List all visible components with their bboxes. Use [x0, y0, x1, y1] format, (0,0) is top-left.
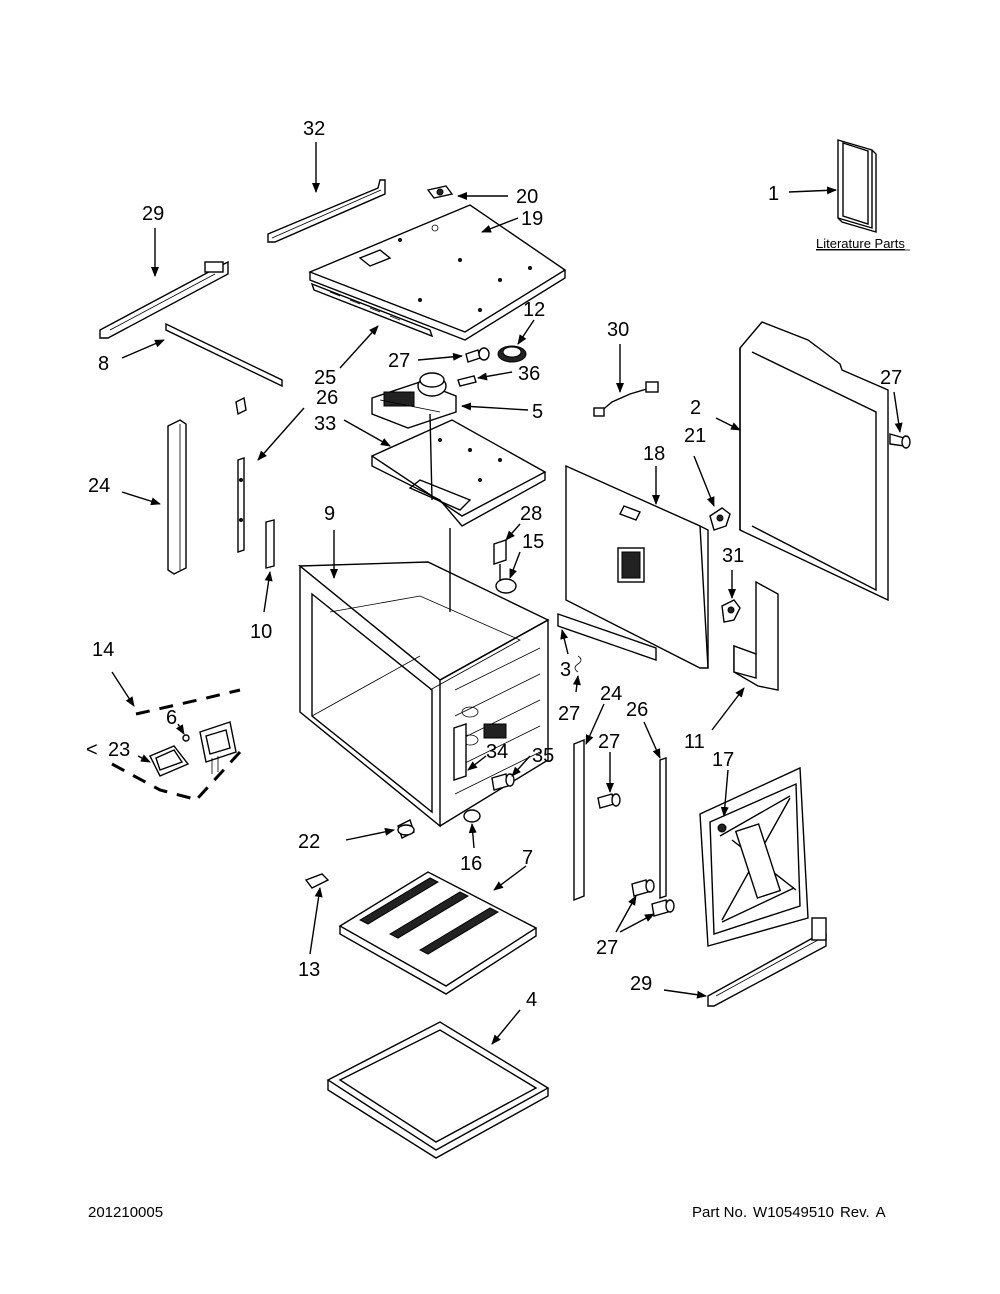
callout-9: 9	[324, 503, 335, 525]
callout-33: 33	[314, 413, 336, 435]
callout-27-bottom: 27	[596, 937, 618, 959]
top-panel[interactable]	[308, 204, 567, 341]
door-stop[interactable]	[463, 809, 481, 823]
literature-booklet[interactable]	[837, 139, 877, 233]
callout-31: 31	[722, 545, 744, 567]
thermostat-sensor[interactable]	[493, 539, 507, 580]
callout-27-mid: 27	[558, 703, 580, 725]
callout-26-top: 26	[316, 387, 338, 409]
callout-14: 14	[92, 639, 114, 661]
callout-29-bottom: 29	[630, 973, 652, 995]
callout-20: 20	[516, 186, 538, 208]
callout-1: 1	[768, 183, 779, 205]
vertical-trim-left[interactable]	[167, 419, 187, 575]
callout-19: 19	[521, 208, 543, 230]
callout-7: 7	[522, 847, 533, 869]
top-trim-strip[interactable]	[267, 179, 386, 243]
callout-21: 21	[684, 425, 706, 447]
thermal-fuse[interactable]	[721, 599, 741, 623]
bottom-tray[interactable]	[338, 871, 538, 995]
side-strip-right[interactable]	[659, 757, 667, 899]
vertical-trim-right[interactable]	[573, 738, 585, 902]
light-assembly-group	[111, 688, 242, 802]
light-lens[interactable]	[149, 745, 190, 777]
callout-16: 16	[460, 853, 482, 875]
callout-27-right: 27	[880, 367, 902, 389]
callout-28: 28	[520, 503, 542, 525]
small-square-plate[interactable]	[426, 185, 454, 199]
air-duct-tray[interactable]	[370, 413, 547, 527]
support-rod[interactable]	[165, 322, 283, 388]
literature-parts-label: Literature Parts	[816, 236, 905, 251]
grommet[interactable]	[495, 578, 517, 594]
callout-27-right-mid: 27	[598, 731, 620, 753]
callout-34: 34	[486, 741, 508, 763]
terminal-block[interactable]	[453, 723, 467, 781]
switch-13[interactable]	[304, 873, 330, 889]
callout-26-right: 26	[626, 699, 648, 721]
clip-small[interactable]	[235, 396, 247, 416]
base-pan[interactable]	[326, 1021, 550, 1159]
rev-label: Rev.	[839, 1204, 870, 1221]
callout-2: 2	[690, 397, 701, 419]
screw-right[interactable]	[889, 433, 911, 449]
callout-17: 17	[712, 749, 734, 771]
callout-22: 22	[298, 831, 320, 853]
screw-35[interactable]	[491, 773, 515, 791]
part-no-value: W10549510	[753, 1204, 834, 1221]
cover-plate[interactable]	[733, 580, 779, 691]
callout-36: 36	[518, 363, 540, 385]
light-socket[interactable]	[199, 721, 237, 774]
mount-screw[interactable]	[457, 375, 477, 387]
callout-15: 15	[522, 531, 544, 553]
rear-panel[interactable]	[565, 464, 709, 669]
slide-rail-left[interactable]	[99, 260, 229, 339]
part-number-line: Part No. W10549510 Rev. A	[692, 1204, 892, 1221]
leveling-leg[interactable]	[397, 819, 415, 839]
bulb[interactable]	[182, 734, 190, 742]
callout-30: 30	[607, 319, 629, 341]
callout-32: 32	[303, 118, 325, 140]
rev-value: A	[875, 1204, 886, 1221]
callout-4: 4	[526, 989, 537, 1011]
callout-29-top: 29	[142, 203, 164, 225]
door-inner-panel[interactable]	[699, 766, 809, 947]
screw-27-a[interactable]	[597, 793, 621, 809]
callout-11: 11	[684, 731, 705, 753]
callout-23: 23	[108, 739, 130, 761]
slide-rail-right[interactable]	[707, 917, 827, 1007]
callout-3: 3	[560, 659, 571, 681]
dashed-group-mark: <	[86, 739, 98, 761]
spring-clip[interactable]	[574, 655, 582, 673]
callout-12: 12	[523, 299, 545, 321]
small-clip-10[interactable]	[265, 519, 275, 569]
callout-6: 6	[166, 707, 177, 729]
doc-code: 201210005	[88, 1204, 164, 1221]
rear-bracket[interactable]	[557, 613, 657, 661]
screw-top[interactable]	[465, 347, 490, 363]
side-heat-shield[interactable]	[739, 321, 889, 602]
callout-8: 8	[98, 353, 109, 375]
screw-27-c[interactable]	[651, 899, 675, 917]
fan-motor-assembly[interactable]	[371, 372, 457, 429]
callout-24-right: 24	[600, 683, 622, 705]
wire-harness[interactable]	[593, 381, 659, 417]
side-bracket-strip[interactable]	[237, 457, 245, 553]
callout-5: 5	[532, 401, 543, 423]
callout-35: 35	[532, 745, 554, 767]
cooling-fan[interactable]	[497, 345, 527, 363]
callout-18: 18	[643, 443, 665, 465]
screw-27-b[interactable]	[631, 879, 655, 897]
callout-25: 25	[314, 367, 336, 389]
oven-cavity-frame[interactable]	[298, 561, 550, 828]
part-no-label: Part No.	[692, 1204, 748, 1221]
callout-10: 10	[250, 621, 272, 643]
vent-strip[interactable]	[310, 282, 434, 338]
callout-24-left: 24	[88, 475, 110, 497]
callout-13: 13	[298, 959, 320, 981]
limit-switch[interactable]	[709, 507, 731, 531]
callout-27-top: 27	[388, 350, 410, 372]
